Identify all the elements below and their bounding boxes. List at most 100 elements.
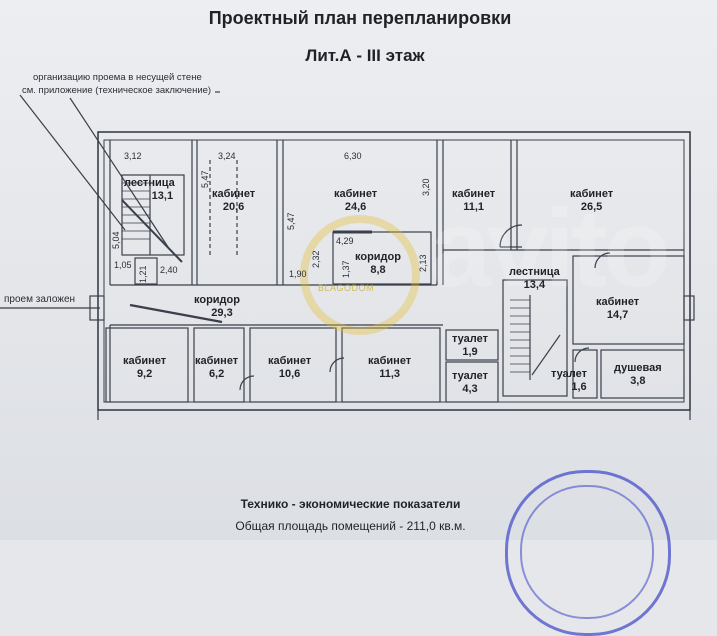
room-wc-4-3-outline bbox=[445, 361, 499, 403]
room-area: 8,8 bbox=[370, 264, 386, 276]
dimension-label: 4,29 bbox=[336, 236, 354, 246]
room-shower: душевая 3,8 bbox=[614, 362, 662, 388]
room-name: лестница bbox=[509, 266, 560, 278]
opening-closed-note: проем заложен bbox=[4, 294, 76, 305]
room-name: туалет bbox=[452, 370, 488, 382]
room-area: 11,1 bbox=[463, 201, 484, 213]
plan-subtitle: Лит.А - III этаж bbox=[305, 46, 425, 65]
stair-b-outline bbox=[502, 279, 568, 397]
background-watermark-logo: avito bbox=[430, 187, 671, 310]
room-office-20-6: кабинет 20,6 bbox=[212, 188, 255, 214]
room-area: 11,3 bbox=[379, 368, 400, 380]
room-office-9-2: кабинет 9,2 bbox=[123, 355, 166, 381]
room-name: лестница bbox=[124, 177, 175, 189]
room-name: кабинет bbox=[334, 188, 378, 200]
room-area: 6,2 bbox=[208, 368, 225, 380]
door-swing bbox=[329, 357, 345, 373]
room-corridor-29-3: коридор 29,3 bbox=[194, 294, 240, 320]
room-wc-1-9: туалет 1,9 bbox=[452, 333, 488, 359]
room-name: душевая bbox=[614, 362, 662, 374]
room-shower-outline bbox=[600, 349, 685, 399]
seal-stamp-inner bbox=[520, 485, 654, 619]
dimension-label: 1,90 bbox=[289, 269, 307, 279]
room-area: 20,6 bbox=[222, 201, 245, 213]
room-area: 24,6 bbox=[344, 201, 367, 213]
room-stair-a: лестница 13,1 bbox=[124, 177, 175, 203]
room-name: кабинет bbox=[368, 355, 412, 367]
room-name: кабинет bbox=[268, 355, 312, 367]
door-swing bbox=[239, 375, 255, 391]
room-office-10-6-outline bbox=[249, 327, 337, 403]
room-name: кабинет bbox=[596, 296, 640, 308]
door-swing bbox=[574, 347, 590, 363]
room-name: коридор bbox=[194, 294, 240, 306]
dimension-label: 1,37 bbox=[341, 260, 351, 278]
room-office-26-5: кабинет 26,5 bbox=[570, 188, 613, 214]
room-area: 13,4 bbox=[523, 279, 546, 291]
room-name: кабинет bbox=[452, 188, 496, 200]
room-office-9-2-outline bbox=[105, 327, 189, 403]
room-area: 10,6 bbox=[278, 368, 301, 380]
room-name: туалет bbox=[452, 333, 488, 345]
room-office-6-2: кабинет 6,2 bbox=[195, 355, 238, 381]
footer-heading: Технико - экономические показатели bbox=[240, 497, 461, 511]
dimension-label: 5,47 bbox=[200, 170, 210, 188]
room-area: 13,1 bbox=[151, 190, 174, 202]
room-corridor-8-8: коридор 8,8 bbox=[355, 251, 401, 277]
room-area: 14,7 bbox=[606, 309, 629, 321]
note-leader-line bbox=[19, 94, 126, 231]
opening-note-line2: см. приложение (техническое заключение) bbox=[22, 85, 212, 96]
dimension-label: 3,20 bbox=[421, 178, 431, 196]
dimension-label: 1,05 bbox=[114, 260, 132, 270]
dimension-label: 5,04 bbox=[111, 231, 121, 249]
room-office-11-3-outline bbox=[341, 327, 441, 403]
room-wc-1-6-outline bbox=[572, 349, 598, 399]
dimension-label: 1,21 bbox=[138, 265, 148, 283]
room-office-24-6: кабинет 24,6 bbox=[334, 188, 377, 214]
watermark-circle bbox=[300, 215, 420, 335]
room-wc-1-9-outline bbox=[445, 329, 499, 361]
door-swing bbox=[594, 252, 611, 269]
room-area: 26,5 bbox=[580, 201, 603, 213]
room-area: 1,9 bbox=[462, 346, 478, 358]
dimension-label: 2,13 bbox=[418, 254, 428, 272]
room-area: 3,8 bbox=[630, 375, 646, 387]
room-office-10-6: кабинет 10,6 bbox=[268, 355, 311, 381]
room-area: 4,3 bbox=[462, 383, 478, 395]
right-opening bbox=[683, 295, 695, 321]
plan-title: Проектный план перепланировки bbox=[208, 8, 512, 28]
room-name: кабинет bbox=[570, 188, 614, 200]
new-opening-mark bbox=[121, 199, 183, 263]
footer-total-area: Общая площадь помещений - 211,0 кв.м. bbox=[235, 519, 466, 533]
stair-b-arrow bbox=[531, 334, 561, 376]
room-area: 1,6 bbox=[571, 381, 587, 393]
room-name: туалет bbox=[551, 368, 587, 380]
room-name: кабинет bbox=[195, 355, 239, 367]
room-wc-1-6: туалет 1,6 bbox=[551, 368, 587, 394]
dimension-label: 2,32 bbox=[311, 250, 321, 268]
opening-note-line1: организацию проема в несущей стене bbox=[33, 72, 202, 83]
watermark-text: BLAGODOM bbox=[318, 283, 375, 293]
closed-opening bbox=[89, 295, 105, 321]
room-office-11-3: кабинет 11,3 bbox=[368, 355, 411, 381]
dimension-label: 3,12 bbox=[124, 151, 142, 161]
outer-wall-outline bbox=[97, 131, 691, 411]
room-wc-4-3: туалет 4,3 bbox=[452, 370, 488, 396]
room-name: коридор bbox=[355, 251, 401, 263]
room-office-14-7: кабинет 14,7 bbox=[596, 296, 639, 322]
room-stair-13-4: лестница 13,4 bbox=[509, 266, 560, 292]
room-name: кабинет bbox=[212, 188, 256, 200]
door-swing bbox=[499, 224, 523, 248]
removed-wall-mark bbox=[129, 303, 223, 324]
dimension-label: 5,47 bbox=[286, 212, 296, 230]
room-area: 29,3 bbox=[211, 307, 233, 319]
room-office-14-7-outline bbox=[572, 255, 685, 345]
room-office-6-2-outline bbox=[193, 327, 245, 403]
room-name: кабинет bbox=[123, 355, 167, 367]
small-room-outline bbox=[134, 257, 158, 285]
dimension-label: 3,24 bbox=[218, 151, 236, 161]
room-area: 9,2 bbox=[136, 368, 153, 380]
dimension-label: 6,30 bbox=[344, 151, 362, 161]
dimension-label: 2,40 bbox=[160, 265, 178, 275]
note-leader-line-2 bbox=[69, 97, 171, 251]
